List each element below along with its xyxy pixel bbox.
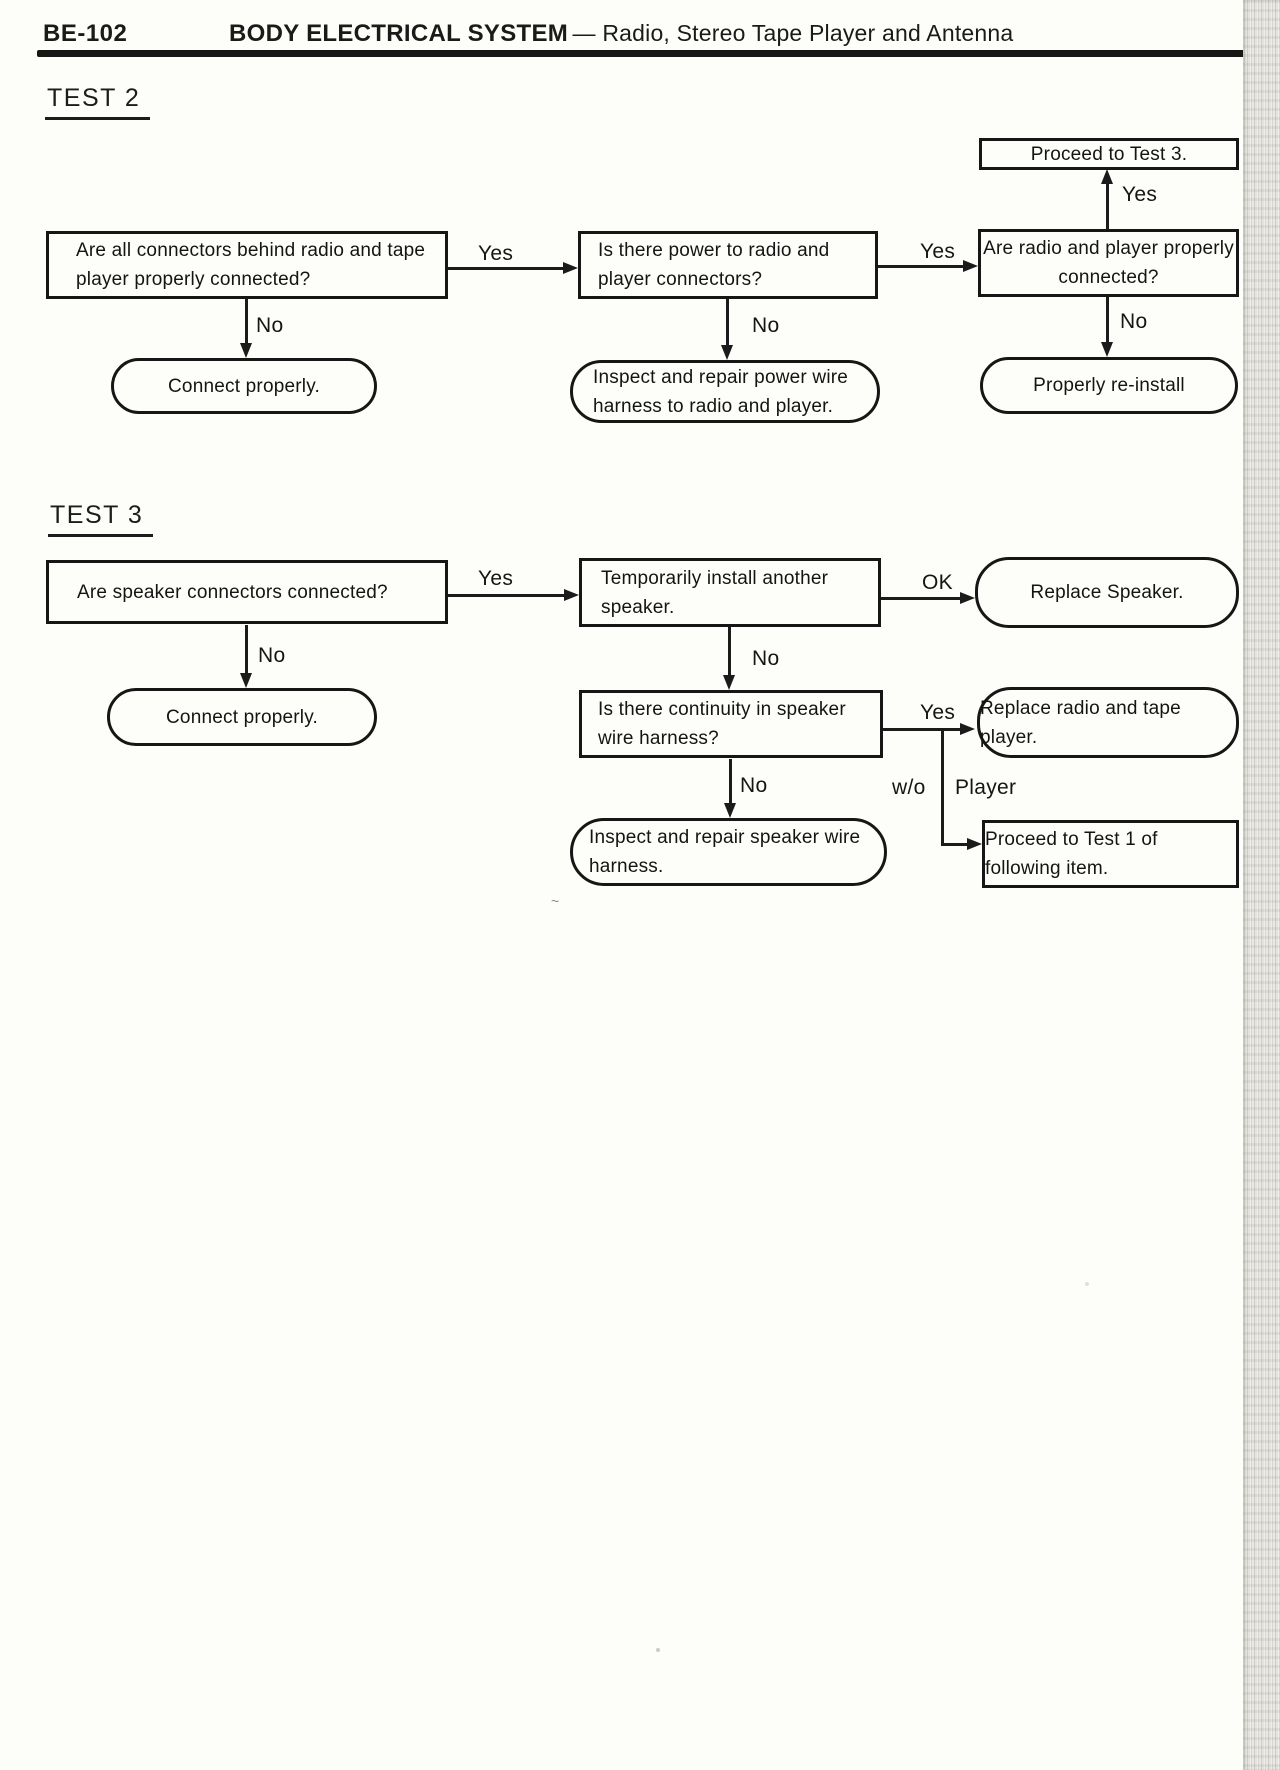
test3-result2-text: Replace Speaker. [1030, 582, 1184, 603]
test3-result3-stadium: Replace radio and tape player. [977, 687, 1239, 758]
connector-line [878, 265, 964, 268]
test3-proceed-box: Proceed to Test 1 of following item. [982, 820, 1239, 888]
test3-result4-text: Inspect and repair speaker wire harness. [589, 827, 861, 877]
label-yes: Yes [920, 701, 956, 724]
test2-question3-text: Are radio and player properly connected? [983, 238, 1234, 288]
label-no: No [256, 314, 284, 337]
page-number: BE-102 [43, 20, 128, 47]
test3-result1-text: Connect properly. [166, 706, 318, 728]
arrowhead-down [1101, 342, 1113, 357]
label-wo: w/o [892, 776, 926, 799]
scan-speck [1085, 1282, 1089, 1286]
test3-question3-box: Is there continuity in speaker wire harn… [579, 690, 883, 758]
arrowhead-right [960, 723, 975, 735]
arrowhead-down [724, 803, 736, 818]
test2-question2-box: Is there power to radio and player conne… [578, 231, 878, 299]
test2-proceed-text: Proceed to Test 3. [1030, 143, 1188, 165]
test3-proceed-text: Proceed to Test 1 of following item. [985, 829, 1158, 879]
connector-line [941, 729, 944, 846]
test3-result3-text: Replace radio and tape player. [980, 697, 1181, 748]
arrowhead-right [967, 838, 982, 850]
connector-line [728, 627, 731, 676]
test3-question2-box: Temporarily install another speaker. [579, 558, 881, 627]
label-no: No [258, 644, 286, 667]
page-title-subtitle: — Radio, Stereo Tape Player and Antenna [572, 20, 1014, 46]
test2-proceed-box: Proceed to Test 3. [979, 138, 1239, 170]
connector-line [729, 759, 732, 805]
test3-question1-box: Are speaker connectors connected? [46, 560, 448, 624]
arrowhead-down [240, 343, 252, 358]
connector-line [245, 625, 248, 675]
connector-line [448, 594, 565, 597]
page-title-bold: BODY ELECTRICAL SYSTEM [229, 20, 569, 47]
test3-result2-stadium: Replace Speaker. [975, 557, 1239, 628]
connector-line [881, 597, 961, 600]
label-yes: Yes [478, 242, 514, 265]
test2-result2-text: Inspect and repair power wire harness to… [593, 366, 849, 417]
arrowhead-up [1101, 169, 1113, 184]
page-edge-texture [1243, 0, 1280, 1770]
arrowhead-down [721, 345, 733, 360]
connector-line [448, 267, 566, 270]
connector-line [883, 728, 961, 731]
test2-result3-text: Properly re-install [1033, 375, 1185, 396]
test3-question1-text: Are speaker connectors connected? [77, 581, 388, 603]
test2-question1-text: Are all connectors behind radio and tape… [76, 240, 426, 290]
page-title: BODY ELECTRICAL SYSTEM — Radio, Stereo T… [229, 20, 1013, 48]
label-yes: Yes [478, 567, 514, 590]
connector-line [1106, 297, 1109, 343]
test2-question3-box: Are radio and player properly connected? [978, 229, 1239, 297]
arrowhead-right [960, 592, 975, 604]
label-yes: Yes [1122, 183, 1158, 206]
test2-question1-box: Are all connectors behind radio and tape… [46, 231, 448, 299]
test3-question3-text: Is there continuity in speaker wire harn… [598, 699, 846, 749]
label-ok: OK [922, 571, 953, 594]
test3-result1-stadium: Connect properly. [107, 688, 377, 746]
label-no: No [752, 647, 780, 670]
label-no: No [1120, 310, 1148, 333]
connector-line [726, 299, 729, 347]
test2-result1-text: Connect properly. [168, 375, 320, 397]
connector-line [1106, 180, 1109, 229]
test2-question2-text: Is there power to radio and player conne… [598, 240, 830, 290]
connector-line [245, 299, 248, 346]
test2-heading: TEST 2 [45, 84, 151, 120]
label-yes: Yes [920, 240, 956, 263]
header-rule [37, 50, 1280, 57]
test3-question2-text: Temporarily install another speaker. [601, 567, 829, 618]
label-no: No [740, 774, 768, 797]
arrowhead-down [723, 675, 735, 690]
connector-line [941, 843, 968, 846]
arrowhead-right [564, 589, 579, 601]
arrowhead-right [563, 262, 578, 274]
test2-result1-stadium: Connect properly. [111, 358, 377, 414]
label-player: Player [955, 776, 1017, 799]
arrowhead-right [963, 260, 978, 272]
label-no: No [752, 314, 780, 337]
test3-result4-stadium: Inspect and repair speaker wire harness. [570, 818, 887, 886]
test3-heading: TEST 3 [48, 501, 154, 537]
test2-result3-stadium: Properly re-install [980, 357, 1238, 414]
arrowhead-down [240, 673, 252, 688]
scan-speck: ~ [551, 893, 560, 909]
scan-speck [656, 1648, 660, 1652]
test2-result2-stadium: Inspect and repair power wire harness to… [570, 360, 880, 423]
